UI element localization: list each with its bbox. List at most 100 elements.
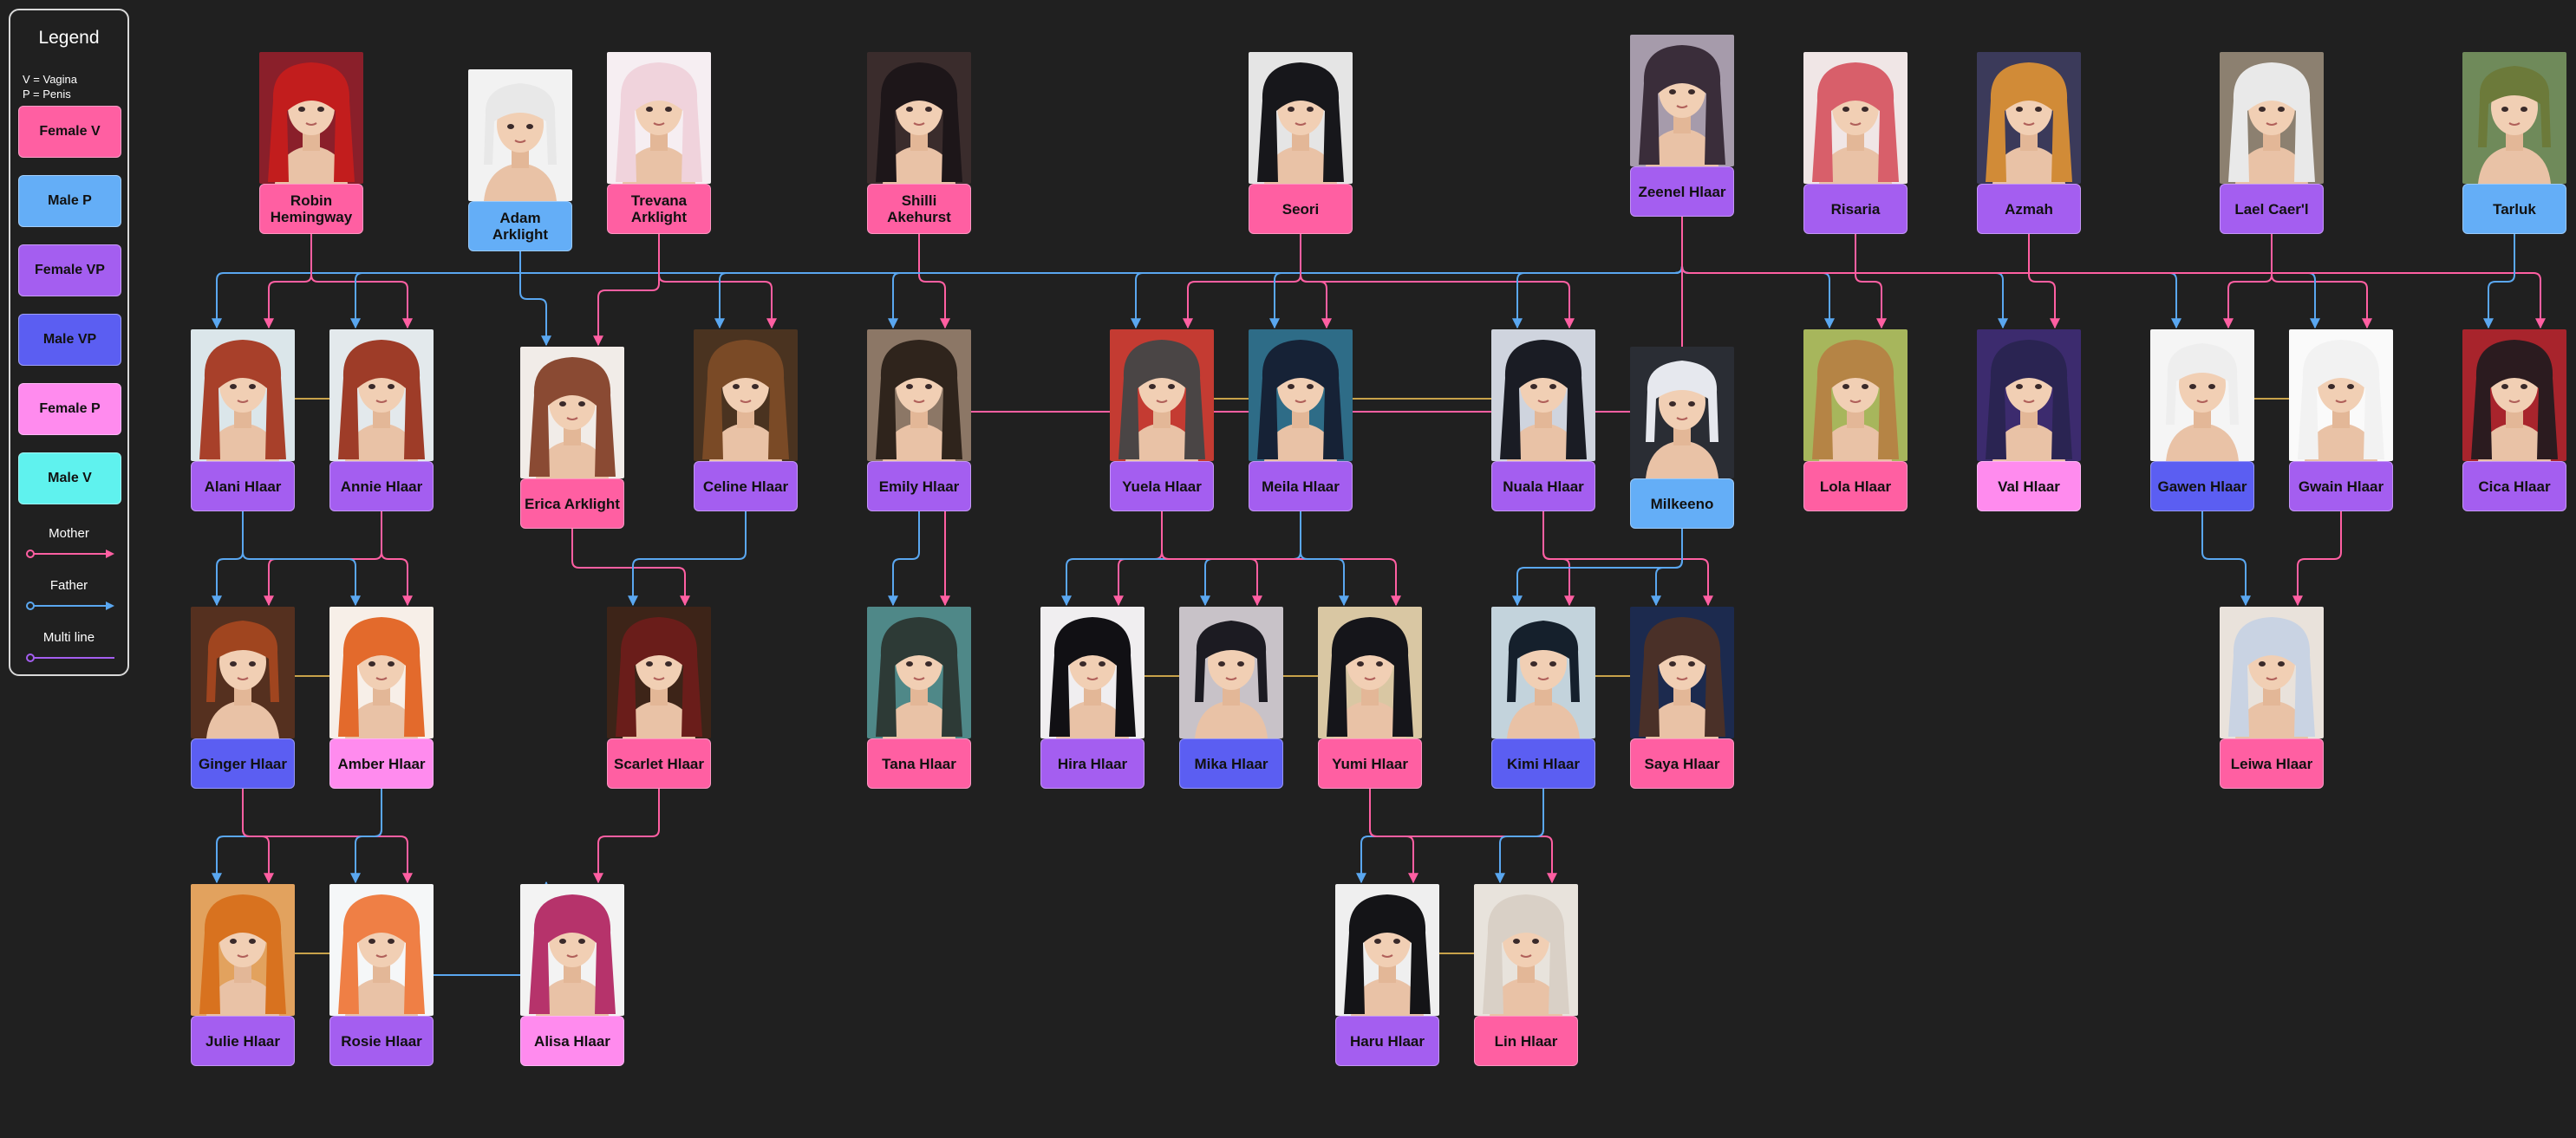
person-name-label: Azmah — [1977, 184, 2081, 234]
father-line-zeenel-to-nuala — [1512, 217, 1683, 329]
portrait-image — [1630, 607, 1734, 738]
father-line-meila-to-yumi — [1300, 511, 1349, 607]
portrait-image — [607, 52, 711, 184]
person-name-label: Erica Arklight — [520, 478, 624, 529]
person-name-label: Kimi Hlaar — [1491, 738, 1595, 789]
portrait-image — [2220, 607, 2324, 738]
partner-lines — [295, 398, 2289, 954]
person-name-label: Annie Hlaar — [329, 461, 434, 511]
father-line-tarluk-to-cica — [2483, 234, 2515, 329]
portrait-image — [2150, 329, 2254, 461]
mother-line-trevana-to-erica — [593, 234, 660, 347]
portrait-image — [2462, 52, 2566, 184]
portrait-image — [468, 69, 572, 201]
legend-mother-label: Mother — [49, 526, 89, 541]
legend-multi-line — [26, 654, 114, 662]
person-name-label: Hira Hlaar — [1040, 738, 1145, 789]
father-line-alani-to-ginger — [212, 511, 244, 607]
portrait-image — [1335, 884, 1439, 1016]
person-name-label: Saya Hlaar — [1630, 738, 1734, 789]
person-name-label: Scarlet Hlaar — [607, 738, 711, 789]
father-line-alani-to-amber — [242, 511, 361, 607]
person-name-label: Zeenel Hlaar — [1630, 166, 1734, 217]
legend-male-p: Male P — [18, 175, 121, 227]
mother-line-gwain-to-leiwa — [2292, 511, 2342, 607]
legend-male-vp: Male VP — [18, 314, 121, 366]
legend-panel: Legend V = Vagina P = Penis Female V Mal… — [9, 9, 129, 676]
portrait-image — [191, 884, 295, 1016]
portrait-image — [329, 884, 434, 1016]
person-name-label: Haru Hlaar — [1335, 1016, 1439, 1066]
portrait-image — [191, 329, 295, 461]
person-name-label: Meila Hlaar — [1249, 461, 1353, 511]
person-name-label: Alani Hlaar — [191, 461, 295, 511]
portrait-image — [1474, 884, 1578, 1016]
legend-female-vp: Female VP — [18, 244, 121, 296]
portrait-image — [191, 607, 295, 738]
portrait-image — [259, 52, 363, 184]
person-name-label: Val Hlaar — [1977, 461, 2081, 511]
person-name-label: Tarluk — [2462, 184, 2566, 234]
person-name-label: Gawen Hlaar — [2150, 461, 2254, 511]
mother-line-annie-to-amber — [381, 511, 413, 607]
mother-line-yuela-to-yumi — [1161, 511, 1401, 607]
father-line-emily-to-tana — [888, 511, 920, 607]
portrait-image — [2220, 52, 2324, 184]
person-name-label: Julie Hlaar — [191, 1016, 295, 1066]
portrait-image — [867, 329, 971, 461]
portrait-image — [329, 607, 434, 738]
portrait-image — [867, 607, 971, 738]
legend-note-vagina: V = Vagina — [23, 73, 78, 86]
person-name-label: Adam Arklight — [468, 201, 572, 251]
mother-line-yumi-to-lin — [1369, 789, 1557, 884]
portrait-image — [1179, 607, 1283, 738]
person-name-label: Amber Hlaar — [329, 738, 434, 789]
person-name-label: Robin Hemingway — [259, 184, 363, 234]
legend-title: Legend — [38, 28, 100, 48]
portrait-image — [1977, 329, 2081, 461]
portrait-image — [520, 884, 624, 1016]
mother-line-trevana-to-celine — [658, 234, 777, 329]
person-name-label: Seori — [1249, 184, 1353, 234]
person-name-label: Shilli Akehurst — [867, 184, 971, 234]
mother-line-robin-to-alani — [264, 234, 312, 329]
father-line-gawen-to-leiwa — [2201, 511, 2251, 607]
person-name-label: Lael Caer'l — [2220, 184, 2324, 234]
portrait-image — [1630, 347, 1734, 478]
father-line-milkeeno-to-kimi — [1512, 529, 1683, 607]
person-name-label: Risaria — [1803, 184, 1908, 234]
person-name-label: Cica Hlaar — [2462, 461, 2566, 511]
portrait-image — [867, 52, 971, 184]
person-name-label: Lola Hlaar — [1803, 461, 1908, 511]
father-line-celine-to-scarlet — [628, 511, 747, 607]
legend-male-v: Male V — [18, 452, 121, 504]
legend-father-label: Father — [49, 578, 88, 593]
portrait-image — [1491, 329, 1595, 461]
portrait-image — [329, 329, 434, 461]
portrait-image — [1318, 607, 1422, 738]
father-line-milkeeno-to-saya — [1651, 529, 1683, 607]
portrait-image — [1803, 329, 1908, 461]
person-name-label: Celine Hlaar — [694, 461, 798, 511]
portrait-image — [1110, 329, 1214, 461]
person-name-label: Emily Hlaar — [867, 461, 971, 511]
portrait-image — [694, 329, 798, 461]
father-line-adam-to-erica — [519, 251, 551, 347]
portrait-image — [1491, 607, 1595, 738]
mother-line-shilli-to-emily — [918, 234, 950, 329]
mother-line-azmah-to-val — [2028, 234, 2060, 329]
mother-line-nuala-to-saya — [1542, 511, 1713, 607]
mother-line-seori-to-yuela — [1183, 234, 1301, 329]
legend-note-penis: P = Penis — [23, 88, 71, 101]
portrait-image — [2289, 329, 2393, 461]
person-name-label: Gwain Hlaar — [2289, 461, 2393, 511]
person-name-label: Lin Hlaar — [1474, 1016, 1578, 1066]
person-name-label: Rosie Hlaar — [329, 1016, 434, 1066]
person-name-label: Yuela Hlaar — [1110, 461, 1214, 511]
portrait-image — [1630, 35, 1734, 166]
portrait-image — [1040, 607, 1145, 738]
portrait-image — [1249, 52, 1353, 184]
person-name-label: Nuala Hlaar — [1491, 461, 1595, 511]
legend-female-p: Female P — [18, 383, 121, 435]
